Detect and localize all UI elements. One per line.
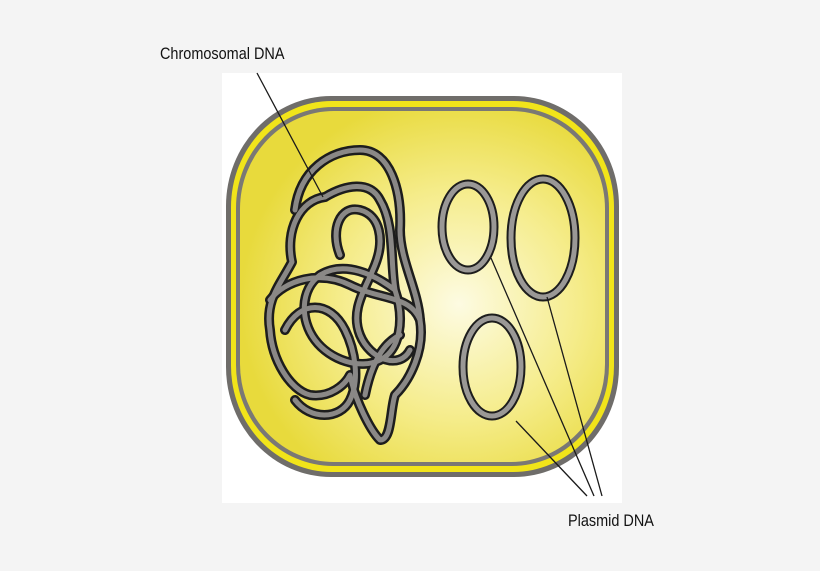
chromosomal-leader-line [256,72,324,198]
plasmid-3 [458,313,526,421]
plasmid-dna-label: Plasmid DNA [568,511,654,530]
plasmid-2 [506,174,580,302]
chromosomal-dna-label: Chromosomal DNA [160,44,285,63]
plasmid-leader-line-2 [546,296,603,497]
plasmid-leader-line-1 [490,257,595,497]
leader-lines [256,72,603,497]
plasmid-leader-line-3 [515,420,588,497]
chromosomal-dna-tangle [264,145,426,445]
plasmid-1 [437,179,499,275]
